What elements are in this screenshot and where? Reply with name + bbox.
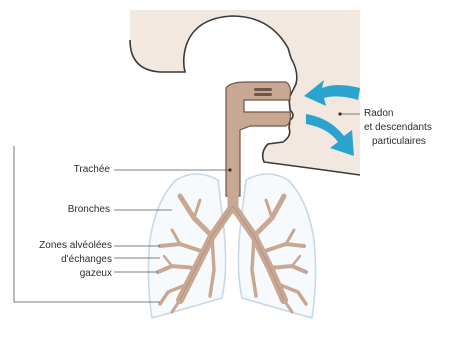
label-radon-line3: particulaires bbox=[372, 136, 426, 148]
leader-dot-radon bbox=[338, 112, 341, 115]
label-radon-line2: et descendants bbox=[364, 122, 432, 134]
label-alveoli-line1: Zones alvéolées bbox=[18, 240, 112, 252]
leader-dot-trachea bbox=[228, 168, 231, 171]
label-alveoli-line2: d'échanges bbox=[18, 254, 112, 266]
label-trachea: Trachée bbox=[56, 164, 110, 176]
label-bronchi: Bronches bbox=[40, 204, 110, 216]
label-radon-line1: Radon bbox=[364, 108, 393, 120]
nasal-turbinates-2 bbox=[254, 93, 272, 96]
nasal-turbinates bbox=[254, 88, 272, 91]
label-alveoli-line3: gazeux bbox=[18, 268, 112, 280]
